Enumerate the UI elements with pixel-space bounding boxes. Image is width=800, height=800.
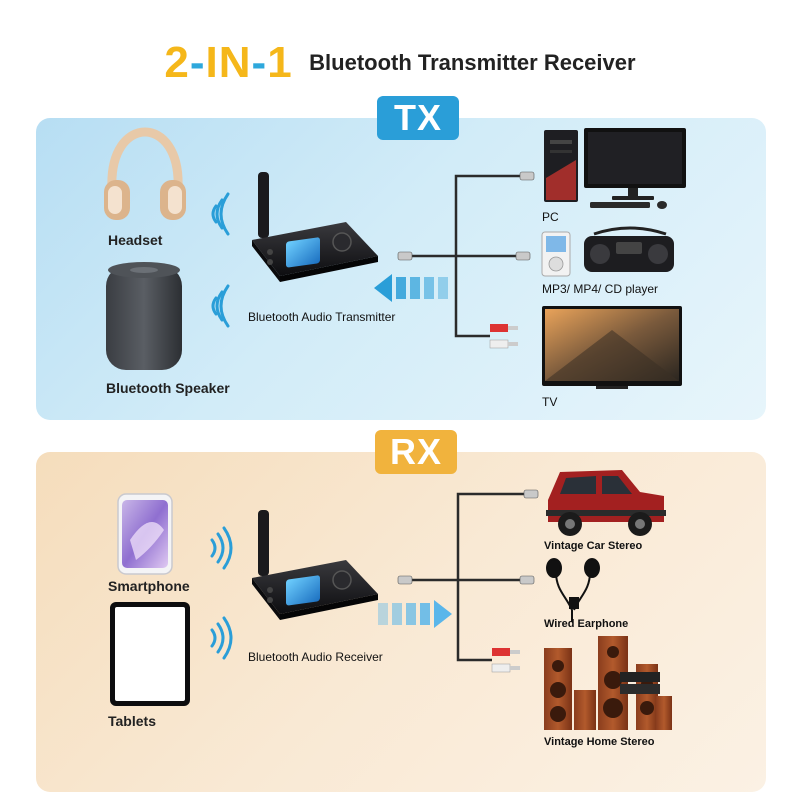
tx-badge: TX [377,96,459,140]
pc-icon [544,128,686,209]
arrow-left-icon [374,274,448,302]
speaker-label: Bluetooth Speaker [106,380,230,396]
earphone-label: Wired Earphone [544,618,629,630]
audio-jack-icon [397,171,535,261]
car-stereo-label: Vintage Car Stereo [544,540,643,552]
arrow-right-icon [378,600,452,628]
mp3-player-icon [541,231,571,277]
rca-plug-icon [489,324,518,349]
rca-plug-icon [491,648,520,673]
rx-cable-lines [406,492,528,662]
transmitter-device-icon [252,172,378,282]
home-stereo-icon [544,636,672,730]
transmitter-label: Bluetooth Audio Transmitter [248,310,396,324]
audio-jack-icon [397,489,539,585]
wireless-signal-icon [211,192,230,328]
tablet-icon [110,602,190,706]
home-stereo-label: Vintage Home Stereo [544,736,655,748]
tv-label: TV [542,395,558,409]
title-main: 2-IN-1 [164,38,293,87]
page-title: 2-IN-1 Bluetooth Transmitter Receiver [0,38,800,88]
smartphone-icon [117,493,173,575]
earphone-icon [546,558,600,622]
tx-cable-lines [406,174,524,338]
mp3-cd-label: MP3/ MP4/ CD player [542,282,659,296]
car-icon [546,470,666,536]
receiver-device-icon [252,510,378,620]
headset-label: Headset [108,232,163,248]
receiver-label: Bluetooth Audio Receiver [248,650,383,664]
rx-badge: RX [375,430,457,474]
wireless-signal-icon [210,526,233,660]
tablets-label: Tablets [108,713,156,729]
tv-icon [542,306,682,389]
smartphone-label: Smartphone [108,578,190,594]
cd-player-icon [584,226,674,272]
pc-label: PC [542,210,559,224]
headset-icon [104,127,186,220]
speaker-icon [106,262,182,370]
title-sub: Bluetooth Transmitter Receiver [309,50,636,75]
